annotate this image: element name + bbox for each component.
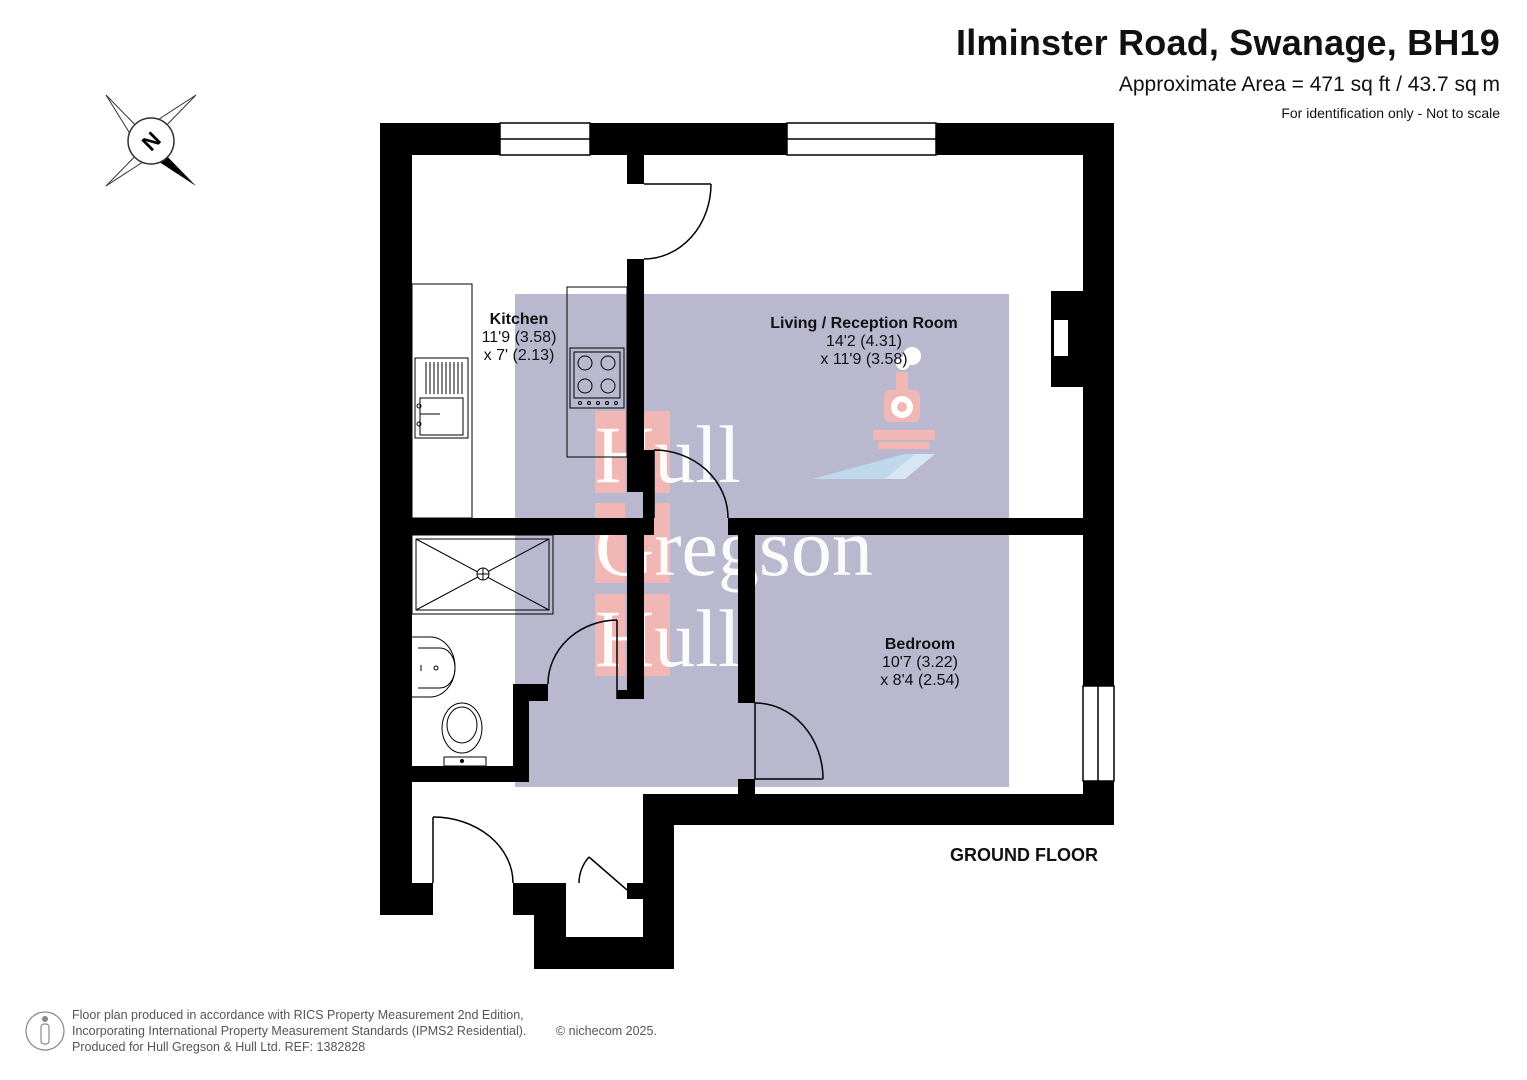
living-room-label: Living / Reception Room 14'2 (4.31) x 11… xyxy=(754,315,974,369)
bedroom-dim-1: 10'7 (3.22) xyxy=(882,654,958,671)
kitchen-dim-2: x 7' (2.13) xyxy=(483,347,555,364)
bedroom-label: Bedroom 10'7 (3.22) x 8'4 (2.54) xyxy=(860,636,980,690)
approximate-area: Approximate Area = 471 sq ft / 43.7 sq m xyxy=(1118,73,1500,96)
footer: Floor plan produced in accordance with R… xyxy=(72,1007,657,1055)
scale-disclaimer: For identification only - Not to scale xyxy=(1281,105,1500,121)
kitchen-label: Kitchen 11'9 (3.58) x 7' (2.13) xyxy=(469,311,569,365)
doors xyxy=(432,183,824,891)
footer-line-1: Floor plan produced in accordance with R… xyxy=(72,1008,524,1022)
footer-line-3: Produced for Hull Gregson & Hull Ltd. RE… xyxy=(72,1040,366,1054)
kitchen-dim-1: 11'9 (3.58) xyxy=(481,329,557,346)
kitchen-fittings xyxy=(411,283,628,519)
living-room-dim-2: x 11'9 (3.58) xyxy=(820,351,908,368)
compass-icon: N xyxy=(105,94,197,187)
watermark-line-1: Hull xyxy=(595,409,741,500)
living-room-dim-1: 14'2 (4.31) xyxy=(826,333,902,350)
walls xyxy=(380,123,1114,969)
person-icon xyxy=(25,1011,65,1051)
windows xyxy=(499,122,1115,782)
footer-line-2: Incorporating International Property Mea… xyxy=(72,1024,527,1038)
bedroom-name: Bedroom xyxy=(884,636,956,653)
property-title: Ilminster Road, Swanage, BH19 xyxy=(956,22,1500,63)
kitchen-name: Kitchen xyxy=(489,311,549,328)
bathroom-fittings xyxy=(411,534,554,767)
bedroom-dim-2: x 8'4 (2.54) xyxy=(880,672,960,689)
watermark-line-3: Hull xyxy=(595,593,741,684)
train-logo-icon xyxy=(812,347,935,479)
footer-copyright: © nichecom 2025. xyxy=(556,1024,657,1038)
floor-label: GROUND FLOOR xyxy=(950,845,1098,865)
living-room-name: Living / Reception Room xyxy=(770,315,958,332)
